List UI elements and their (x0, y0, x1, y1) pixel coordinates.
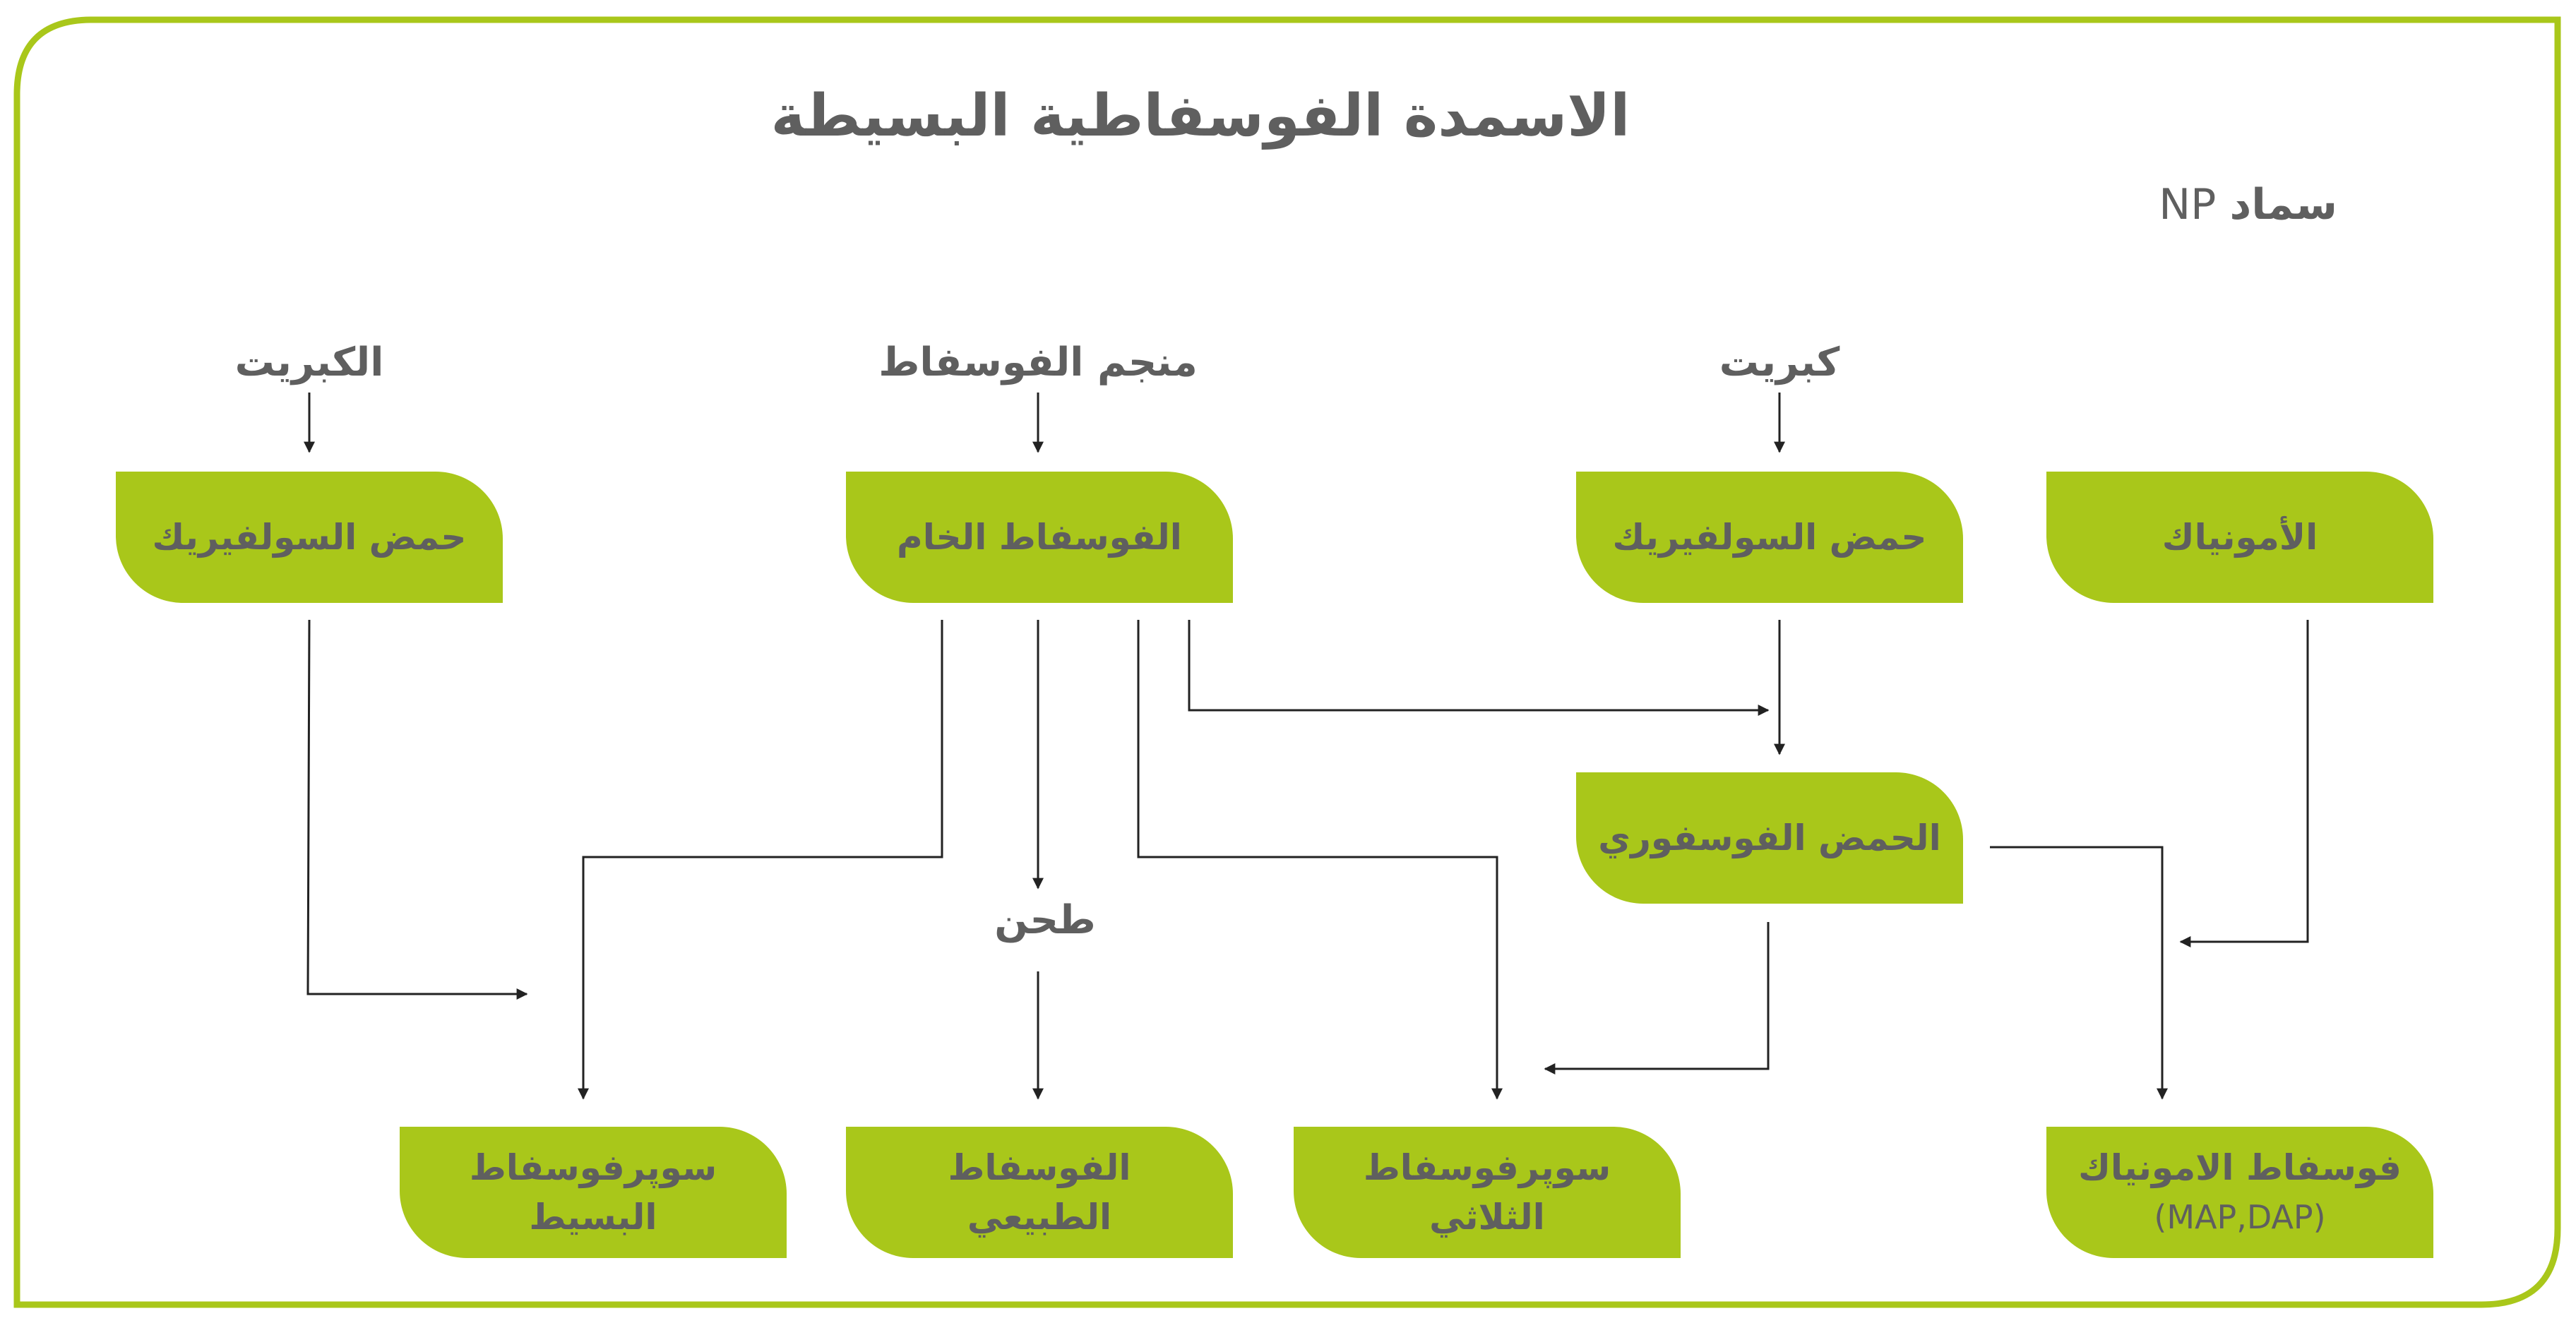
arrow-raw-to-simple (578, 620, 943, 1100)
box-ammonia: الأمونياك (2046, 472, 2433, 603)
diagram-title: الاسمدة الفوسفاطية البسيطة (770, 83, 1630, 150)
diagram-subtitle: سماد NP (2083, 173, 2337, 237)
box-triple-superphosphate: سوپرفوسفاط الثلاثي (1294, 1127, 1681, 1258)
box-natural-phosphate-line2: الطبيعي (967, 1197, 1112, 1238)
arrow-ammonia-to-ammonium (2179, 620, 2309, 947)
subtitle-bold: سماد (2229, 180, 2337, 229)
label-phosphate-mine: منجم الفوسفاط (878, 340, 1198, 385)
box-natural-phosphate: الفوسفاط الطبيعي (846, 1127, 1233, 1258)
label-sulfur-left: الكبريت (234, 340, 384, 385)
box-phosphoric-acid: الحمض الفوسفوري (1576, 772, 1963, 904)
arrow-acid-left-to-simple (306, 619, 528, 1000)
box-triple-superphosphate-line2: الثلاثي (1429, 1197, 1545, 1238)
box-raw-phosphate: الفوسفاط الخام (846, 472, 1233, 603)
box-natural-phosphate-line1: الفوسفاط (948, 1147, 1131, 1188)
box-triple-superphosphate-line1: سوپرفوسفاط (1363, 1147, 1611, 1188)
arrow-raw-to-triple (1137, 620, 1503, 1100)
box-ammonium-phosphate-line1: فوسفاط الامونياك (2078, 1147, 2402, 1188)
subtitle-np: NP (2159, 180, 2217, 229)
box-ammonium-phosphate-line2: (MAP,DAP) (2154, 1198, 2326, 1236)
box-simple-superphosphate-line2: البسيط (529, 1197, 657, 1238)
label-sulfur-right: كبريت (1719, 340, 1840, 385)
box-raw-phosphate-text: الفوسفاط الخام (897, 517, 1182, 558)
arrow-phosphoric-to-ammonium (1990, 846, 2168, 1100)
box-ammonia-text: الأمونياك (2161, 517, 2318, 558)
box-ammonium-phosphate: فوسفاط الامونياك (MAP,DAP) (2046, 1127, 2433, 1258)
box-sulfuric-acid-right: حمض السولفيريك (1576, 472, 1963, 603)
box-phosphoric-acid-text: الحمض الفوسفوري (1598, 818, 1941, 858)
label-grinding: طحن (994, 897, 1096, 943)
box-simple-superphosphate-line1: سوپرفوسفاط (469, 1147, 717, 1188)
box-sulfuric-acid-left-text: حمض السولفيريك (152, 517, 467, 558)
arrow-phosphoric-to-triple (1544, 922, 1770, 1074)
box-sulfuric-acid-right-text: حمض السولفيريك (1612, 517, 1927, 558)
arrow-raw-to-acid-right (1188, 620, 1770, 716)
box-sulfuric-acid-left: حمض السولفيريك (116, 472, 503, 603)
box-simple-superphosphate: سوپرفوسفاط البسيط (400, 1127, 787, 1258)
